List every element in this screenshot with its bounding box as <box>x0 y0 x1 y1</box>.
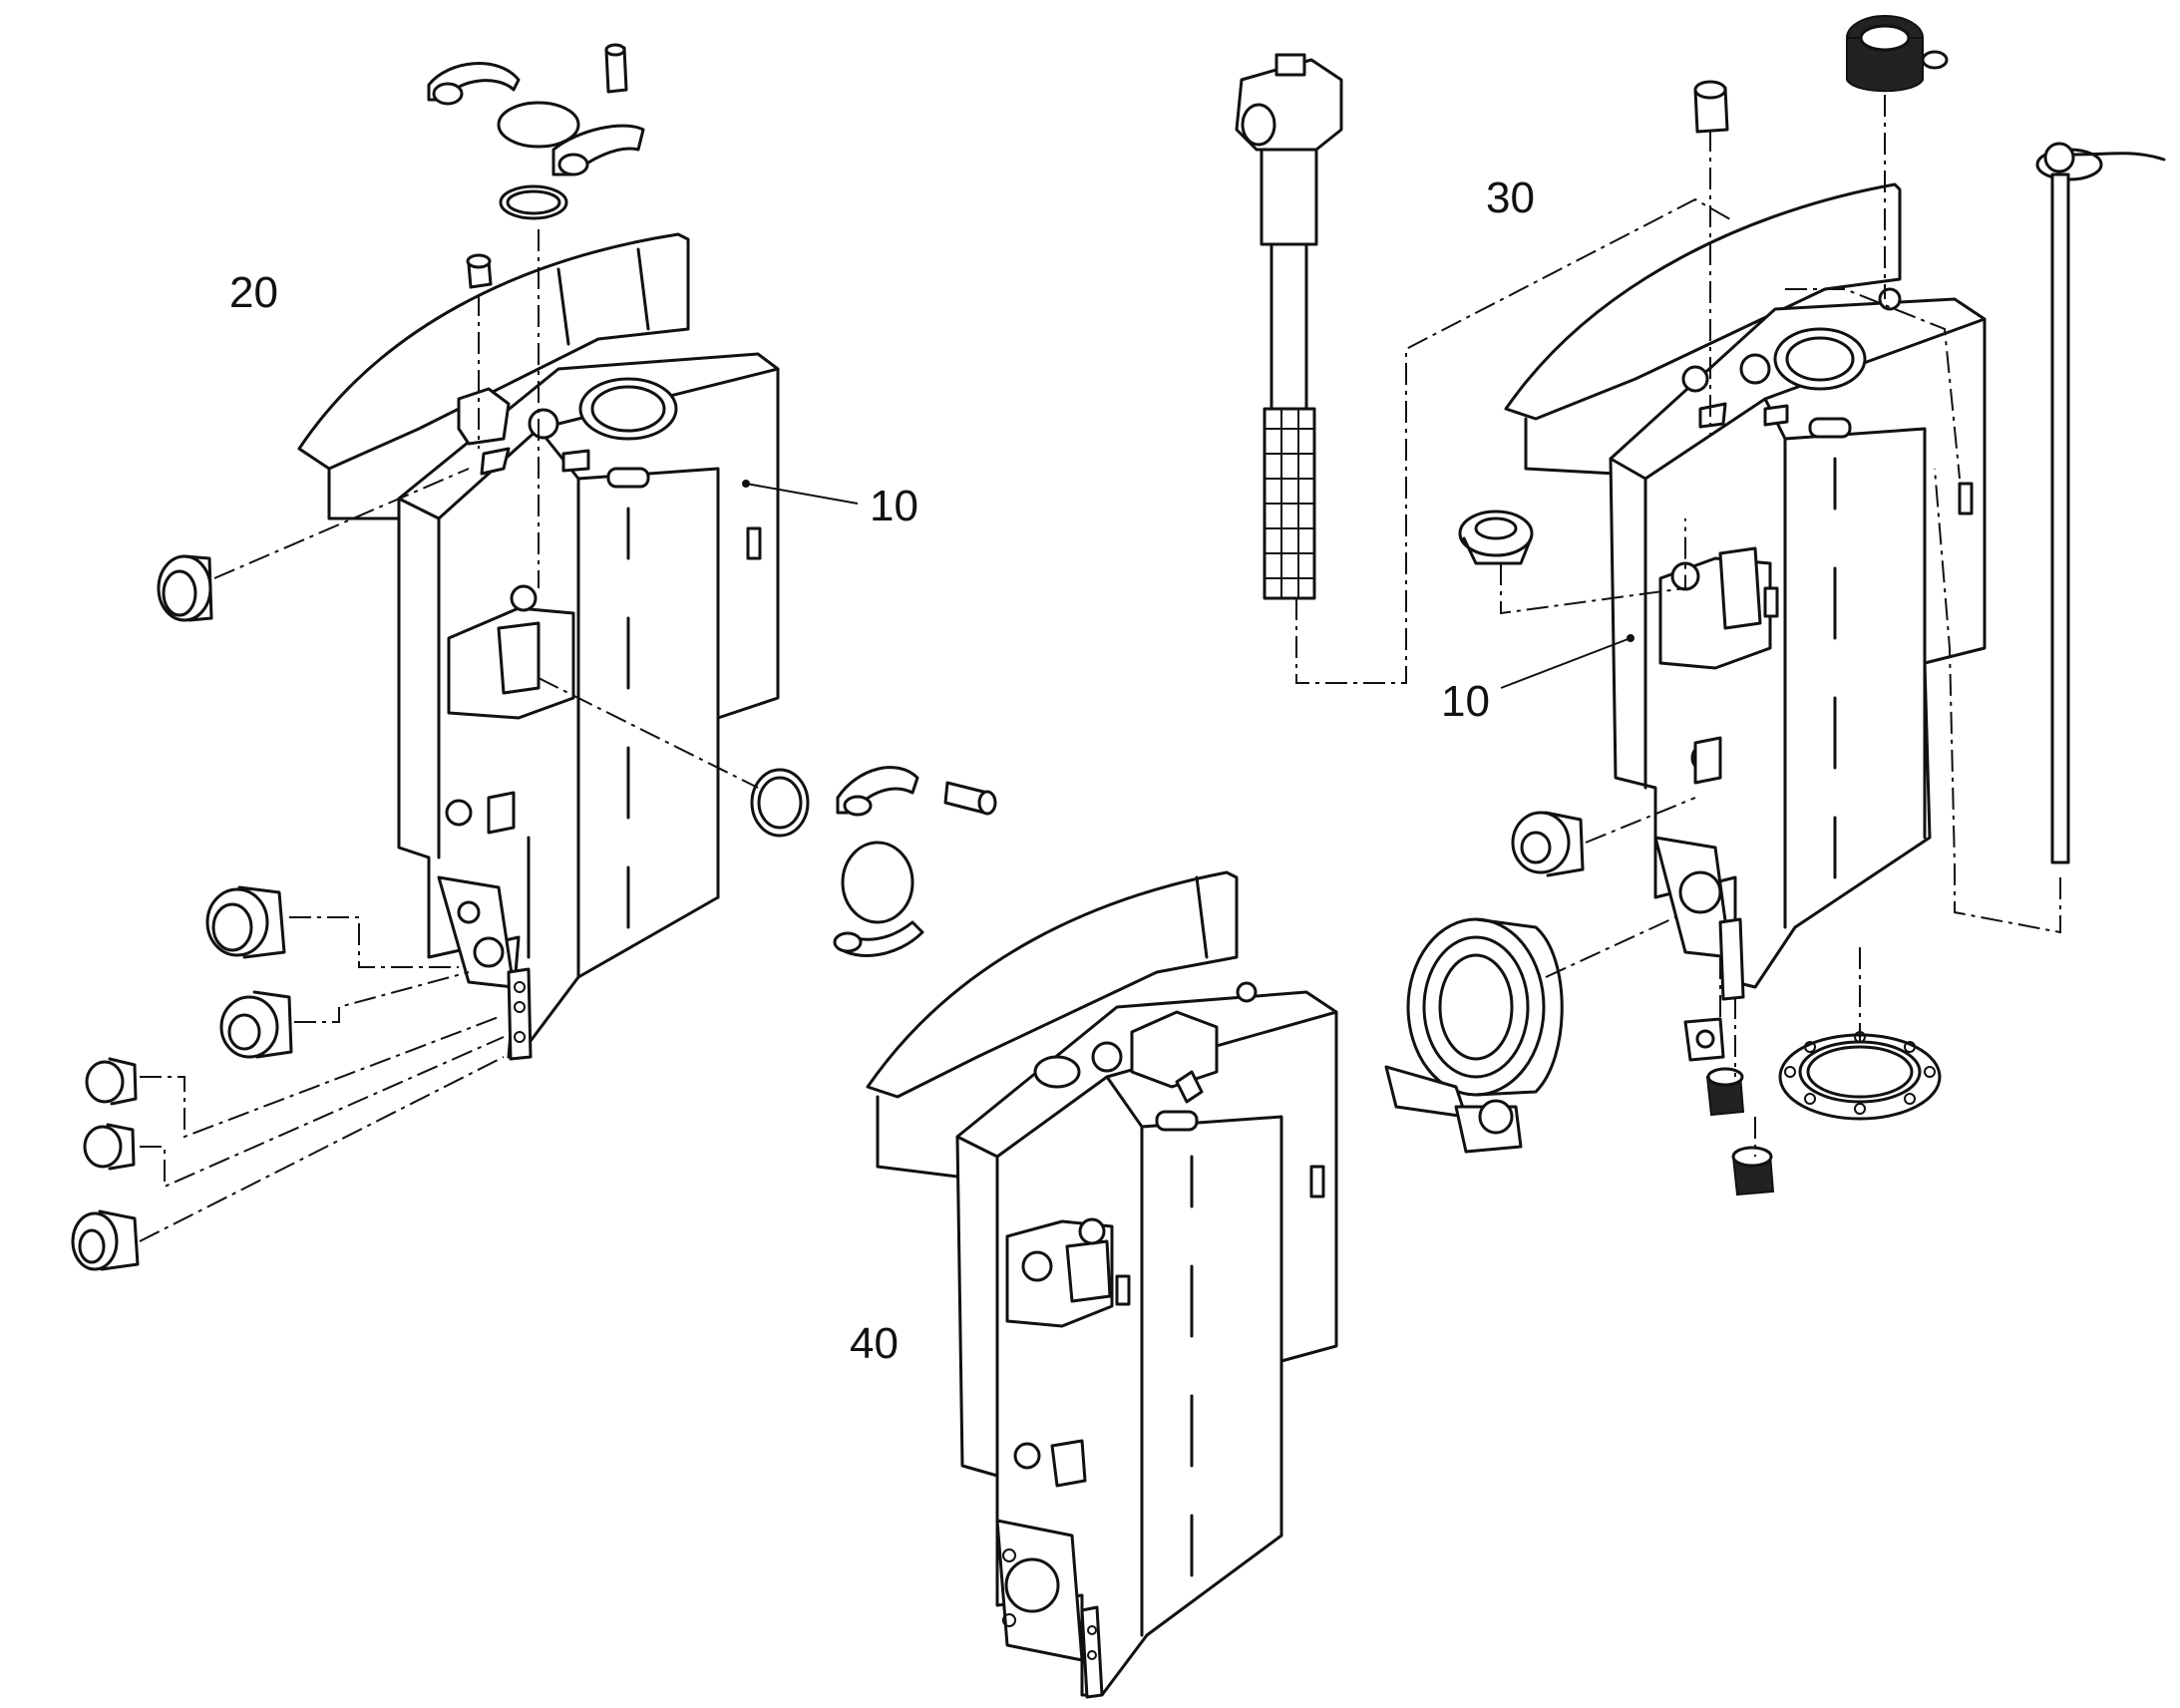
filter-element <box>1235 53 1343 600</box>
left-fitting-6 <box>71 1209 140 1271</box>
left-fitting-2 <box>205 885 286 959</box>
leader-part-10-left <box>745 483 859 505</box>
leader-dot-10-right <box>1627 634 1635 642</box>
label-part-10-left: 10 <box>870 482 918 530</box>
assembly-20-exploded-parts <box>71 43 997 1271</box>
label-assembly-20: 20 <box>229 268 278 317</box>
sight-glass-flange <box>1384 917 1564 1154</box>
assembly-20-tank <box>297 232 780 1061</box>
leader-part-10-right <box>1500 637 1632 689</box>
assembly-30-tank <box>1504 182 1987 1001</box>
assembly-40-tank <box>866 870 1338 1699</box>
callouts: 20 30 40 10 10 <box>229 173 1635 1368</box>
flange-plate <box>1778 1031 1942 1121</box>
level-sensor-rod <box>2035 142 2166 864</box>
left-plug-4 <box>85 1057 138 1106</box>
breather-cap <box>1846 15 1949 93</box>
left-plug-3 <box>219 990 293 1059</box>
label-assembly-40: 40 <box>850 1319 899 1368</box>
leader-dot-10-left <box>742 480 750 488</box>
label-assembly-30: 30 <box>1486 173 1535 222</box>
assembly-30-exploded-parts <box>1235 15 2166 1196</box>
label-part-10-right: 10 <box>1441 677 1490 726</box>
left-plug-5 <box>83 1123 136 1171</box>
left-fitting-1 <box>157 554 213 622</box>
